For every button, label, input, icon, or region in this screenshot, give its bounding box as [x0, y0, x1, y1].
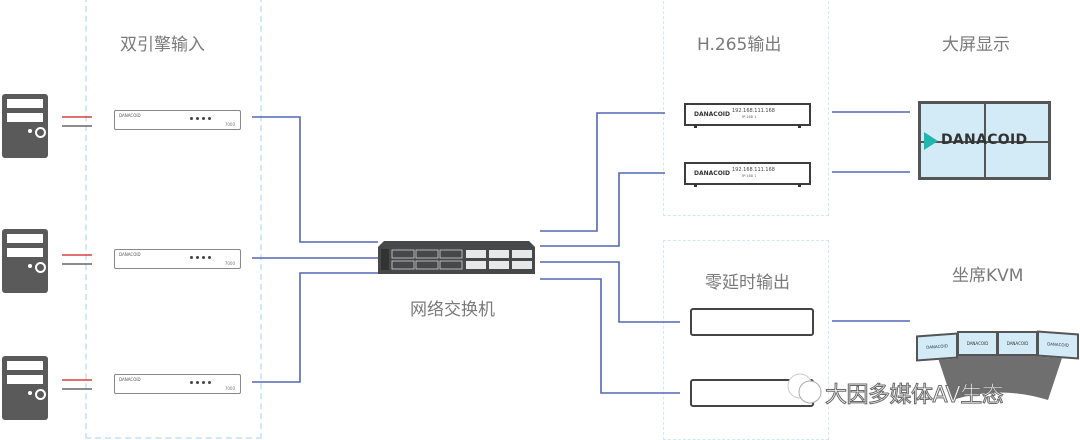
kvm-monitor-1: DANACOID [916, 332, 958, 362]
link-encoder1-switch [252, 116, 378, 243]
label-dual-engine-input: 双引擎输入 [120, 35, 205, 55]
zone-dual-engine-input [85, 0, 262, 439]
kvm-desk [938, 349, 1062, 400]
zone-h265-output [663, 0, 829, 216]
source-pc-1 [2, 94, 48, 158]
link-switch-zl2 [540, 278, 680, 394]
video-wall: DANACOID [918, 101, 1051, 180]
encoder-2: DANACOID 7000 [114, 249, 241, 269]
link-switch-decoder2 [540, 172, 665, 247]
label-zero-latency-output: 零延时输出 [705, 273, 790, 293]
kvm-monitor-4: DANACOID [1037, 330, 1079, 360]
h265-decoder-1: DANACOID 192.168.111.168 IP:168 1 [684, 103, 811, 128]
wechat-icon [786, 372, 824, 406]
kvm-monitor-3: DANACOID [997, 331, 1038, 356]
link-encoder3-switch [252, 272, 378, 383]
encoder-3: DANACOID 7000 [114, 374, 241, 394]
source-pc-3 [2, 356, 48, 420]
h265-decoder-2: DANACOID 192.168.111.168 IP:168 1 [684, 162, 811, 187]
network-switch [378, 241, 535, 274]
zero-latency-unit-1 [690, 308, 814, 336]
source-pc-2 [2, 229, 48, 293]
label-h265-output: H.265输出 [697, 35, 782, 55]
encoder-1: DANACOID 7000 [114, 110, 241, 130]
label-seat-kvm: 坐席KVM [952, 266, 1024, 286]
label-big-screen: 大屏显示 [942, 35, 1010, 55]
link-switch-decoder1 [540, 112, 665, 232]
kvm-monitor-2: DANACOID [957, 331, 998, 356]
watermark-text: 大因多媒体AV生态 [824, 383, 1004, 409]
label-network-switch: 网络交换机 [410, 300, 495, 320]
danacoid-logo-icon [924, 132, 938, 150]
link-switch-zl1 [540, 261, 680, 323]
